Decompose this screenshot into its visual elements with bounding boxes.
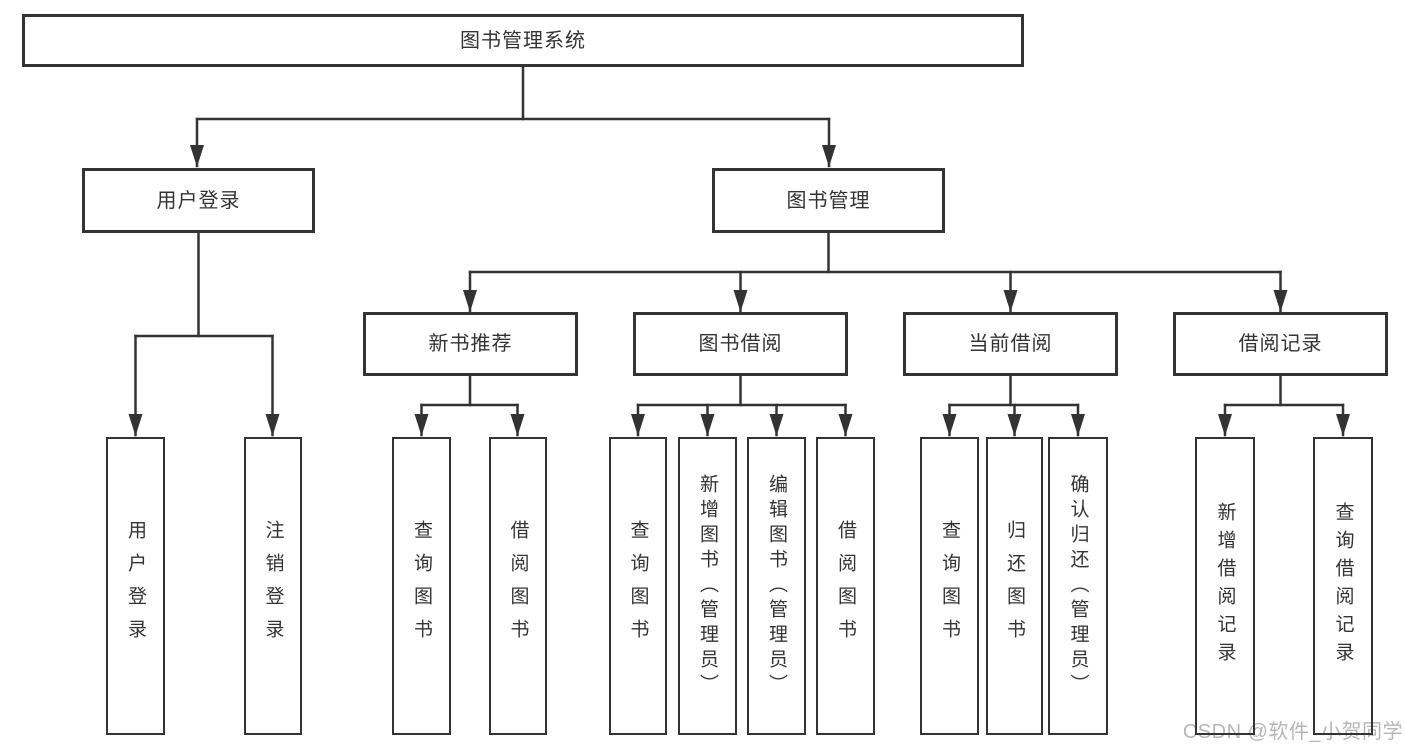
node-book-borrow: 图书借阅 — [633, 312, 848, 376]
node-borrow-records: 借阅记录 — [1173, 312, 1388, 376]
node-user-login: 用户登录 — [82, 168, 315, 233]
leaf-query-books-recommend: 查询图书 — [392, 437, 451, 735]
node-book-management: 图书管理 — [712, 168, 945, 233]
leaf-borrow-books: 借阅图书 — [816, 437, 875, 735]
leaf-user-login: 用户登录 — [106, 437, 165, 735]
node-root: 图书管理系统 — [22, 14, 1024, 67]
leaf-query-books-borrow: 查询图书 — [609, 437, 667, 735]
leaf-borrow-books-recommend: 借阅图书 — [489, 437, 547, 735]
leaf-query-books-current: 查询图书 — [920, 437, 979, 735]
leaf-add-borrow-record: 新增借阅记录 — [1195, 437, 1255, 735]
node-current-borrow: 当前借阅 — [903, 312, 1118, 376]
leaf-confirm-return-admin: 确认归还（管理员） — [1048, 437, 1108, 735]
csdn-watermark: CSDN @软件_小贺同学 — [1182, 721, 1403, 743]
leaf-edit-book-admin: 编辑图书（管理员） — [747, 437, 806, 735]
leaf-query-borrow-record: 查询借阅记录 — [1313, 437, 1373, 735]
node-new-book-recommend: 新书推荐 — [363, 312, 578, 376]
leaf-logout: 注销登录 — [244, 437, 302, 735]
leaf-add-book-admin: 新增图书（管理员） — [678, 437, 737, 735]
leaf-return-books: 归还图书 — [986, 437, 1043, 735]
